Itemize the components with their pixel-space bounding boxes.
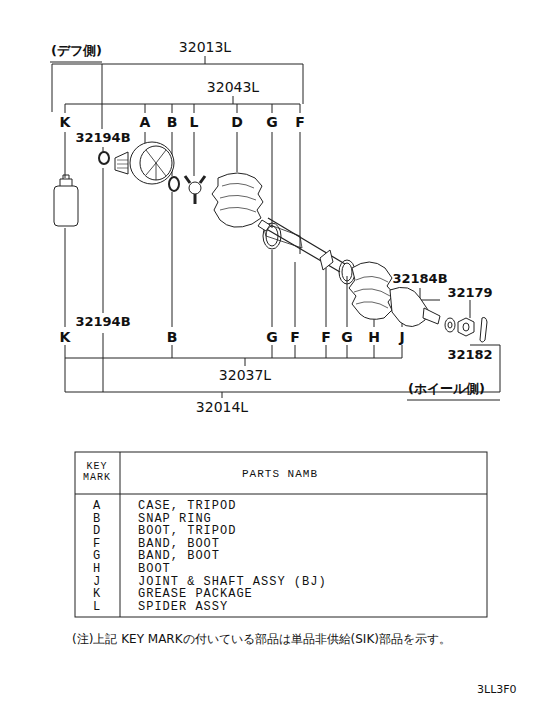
side-label: (ホイール側) [408, 382, 485, 396]
table-cell: B [93, 513, 101, 526]
part-number: 32179 [447, 286, 492, 300]
table-cell: G [93, 550, 101, 563]
key-mark: B [167, 115, 178, 130]
table-cell: F [93, 538, 101, 551]
part-number: 32013L [179, 40, 231, 55]
table-cell: BAND, BOOT [138, 550, 220, 563]
table-cell: BOOT, TRIPOD [138, 525, 236, 538]
table-cell: GREASE PACKAGE [138, 588, 253, 601]
table-cell: L [93, 601, 101, 614]
table-cell: BAND, BOOT [138, 538, 220, 551]
table-cell: JOINT & SHAFT ASSY (BJ) [138, 576, 327, 589]
part-number: 32043L [207, 80, 259, 95]
side-label: (デフ側) [51, 44, 102, 58]
table-header: PARTS NAMB [242, 468, 318, 480]
key-mark: K [60, 330, 71, 345]
table-header: KEY MARK [77, 461, 117, 483]
key-mark: F [321, 330, 331, 345]
table-cell: K [93, 588, 101, 601]
table-cell: CASE, TRIPOD [138, 500, 236, 513]
key-mark: K [60, 115, 71, 130]
key-mark: A [140, 115, 151, 130]
key-mark: F [290, 330, 300, 345]
table-cell: SNAP RING [138, 513, 212, 526]
part-number: 32182 [447, 348, 492, 362]
key-mark: G [266, 330, 278, 345]
part-number: 32184B [392, 272, 447, 286]
drawing-code: 3LL3F0 [477, 684, 517, 696]
table-cell: J [93, 576, 101, 589]
key-mark: B [167, 330, 178, 345]
key-mark: G [266, 115, 278, 130]
key-mark: D [231, 115, 243, 130]
key-mark: F [295, 115, 305, 130]
part-number: 32037L [219, 368, 271, 383]
part-number: 32194B [75, 131, 130, 145]
note: (注)上記 KEY MARKの付いている部品は単品非供給(SIK)部品を示す。 [72, 633, 451, 646]
table-cell: H [93, 563, 101, 576]
part-number: 32194B [75, 315, 130, 329]
table-cell: SPIDER ASSY [138, 601, 228, 614]
part-number: 32014L [196, 400, 248, 415]
key-mark: L [190, 115, 199, 130]
table-cell: BOOT [138, 563, 171, 576]
key-mark: G [341, 330, 353, 345]
table-cell: D [93, 525, 101, 538]
key-mark: J [399, 330, 404, 345]
table-cell: A [93, 500, 101, 513]
key-mark: H [368, 330, 380, 345]
